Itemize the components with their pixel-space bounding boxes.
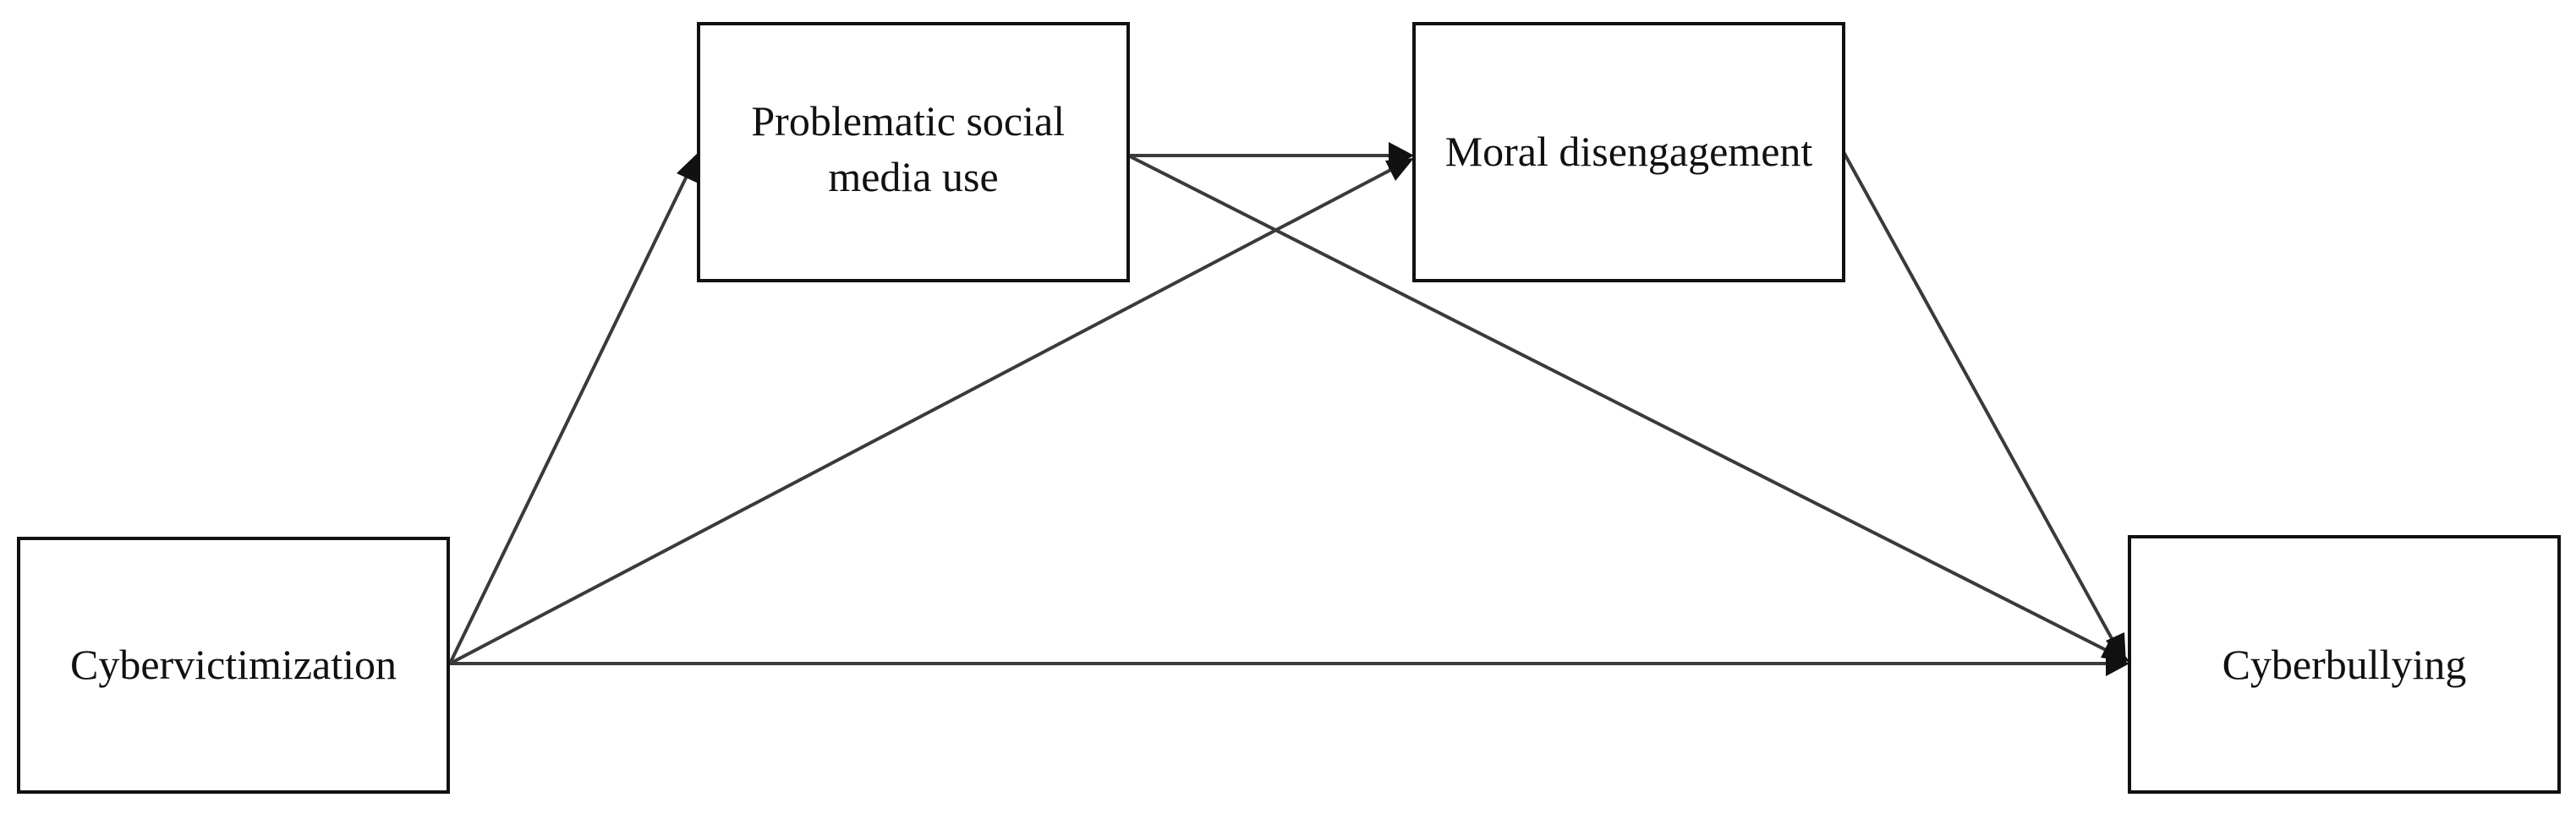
node-box — [697, 22, 1130, 282]
node-box — [2128, 535, 2561, 794]
node-box — [17, 537, 450, 794]
arrowhead-icon — [1389, 142, 1414, 169]
edge-cybervictimization-to-problematic-use — [448, 165, 693, 664]
arrowhead-icon — [677, 152, 700, 184]
arrowhead-icon — [2106, 632, 2126, 664]
node-problematic-social-media-use: Problematic social media use — [697, 22, 1130, 282]
edges — [448, 142, 2129, 676]
node-label: Moral disengagement — [1445, 128, 1813, 175]
node-cybervictimization: Cybervictimization — [17, 537, 450, 794]
edge-moral-disengagement-to-cyberbullying — [1842, 151, 2119, 650]
node-label-line: media use — [828, 153, 998, 200]
node-cyberbullying: Cyberbullying — [2128, 535, 2561, 794]
node-box — [1412, 22, 1845, 282]
edge-problematic-use-to-cyberbullying — [1127, 154, 2113, 655]
node-label: Cybervictimization — [70, 641, 397, 688]
node-label-line: Problematic social — [751, 97, 1065, 145]
node-label: Cyberbullying — [2222, 641, 2467, 688]
node-moral-disengagement: Moral disengagement — [1412, 22, 1845, 282]
node-label: Problematic social media use — [751, 97, 1075, 200]
edge-cybervictimization-to-moral-disengagement — [449, 165, 1398, 665]
